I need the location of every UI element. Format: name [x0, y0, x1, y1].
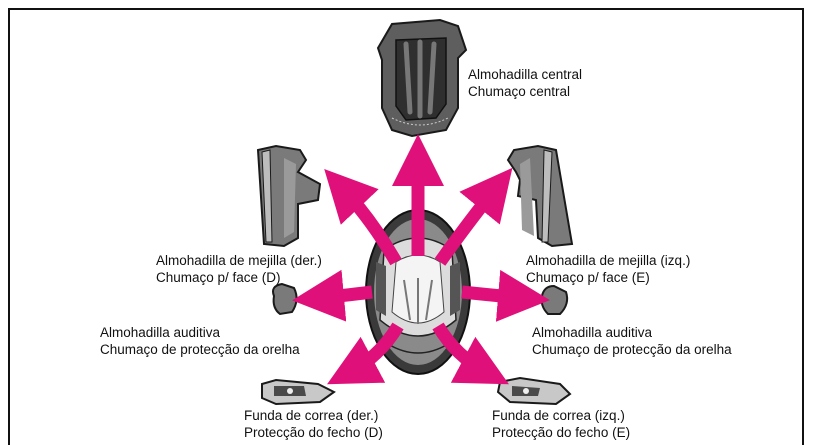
arrows	[292, 134, 550, 385]
label-ear-pad-left-line2: Chumaço de protecção da orelha	[532, 342, 732, 357]
label-strap-cover-right-line2: Protecção do fecho (D)	[244, 425, 383, 440]
label-center-pad-line2: Chumaço central	[468, 84, 571, 99]
arrow-ear-left	[461, 269, 550, 322]
strap-cover-right-icon	[261, 378, 336, 406]
ear-pad-right-icon	[272, 282, 298, 316]
label-strap-cover-left-line2: Protecção do fecho (E)	[492, 425, 631, 440]
label-cheek-pad-left: Almohadilla de mejilla (izq.) Chumaço p/…	[526, 252, 690, 286]
label-strap-cover-left-line1: Funda de correa (izq.)	[492, 408, 625, 423]
ear-pad-left-icon	[540, 284, 569, 315]
label-center-pad-line1: Almohadilla central	[468, 67, 583, 82]
label-center-pad: Almohadilla central Chumaço central	[468, 66, 582, 100]
label-ear-pad-right: Almohadilla auditiva Chumaço de protecçã…	[100, 324, 300, 358]
label-cheek-pad-left-line1: Almohadilla de mejilla (izq.)	[526, 253, 691, 268]
arrow-cheek-left	[434, 167, 513, 266]
label-ear-pad-right-line1: Almohadilla auditiva	[100, 325, 221, 340]
center-pad-icon	[376, 18, 468, 138]
label-strap-cover-right: Funda de correa (der.) Protecção do fech…	[244, 407, 383, 441]
label-ear-pad-left: Almohadilla auditiva Chumaço de protecçã…	[532, 324, 732, 358]
label-cheek-pad-right-line2: Chumaço p/ face (D)	[156, 270, 281, 285]
arrow-ear-right	[292, 269, 373, 322]
arrow-strap-right	[327, 322, 404, 385]
label-ear-pad-right-line2: Chumaço de protecção da orelha	[100, 342, 300, 357]
label-cheek-pad-right: Almohadilla de mejilla (der.) Chumaço p/…	[156, 252, 322, 286]
label-cheek-pad-right-line1: Almohadilla de mejilla (der.)	[156, 253, 322, 268]
arrow-cheek-right	[324, 169, 402, 266]
label-cheek-pad-left-line2: Chumaço p/ face (E)	[526, 270, 650, 285]
cheek-pad-right-icon	[256, 144, 322, 248]
arrow-strap-left	[432, 322, 509, 385]
label-strap-cover-right-line1: Funda de correa (der.)	[244, 408, 379, 423]
label-strap-cover-left: Funda de correa (izq.) Protecção do fech…	[492, 407, 630, 441]
cheek-pad-left-icon	[506, 144, 574, 248]
label-ear-pad-left-line1: Almohadilla auditiva	[532, 325, 653, 340]
strap-cover-left-icon	[496, 376, 572, 406]
